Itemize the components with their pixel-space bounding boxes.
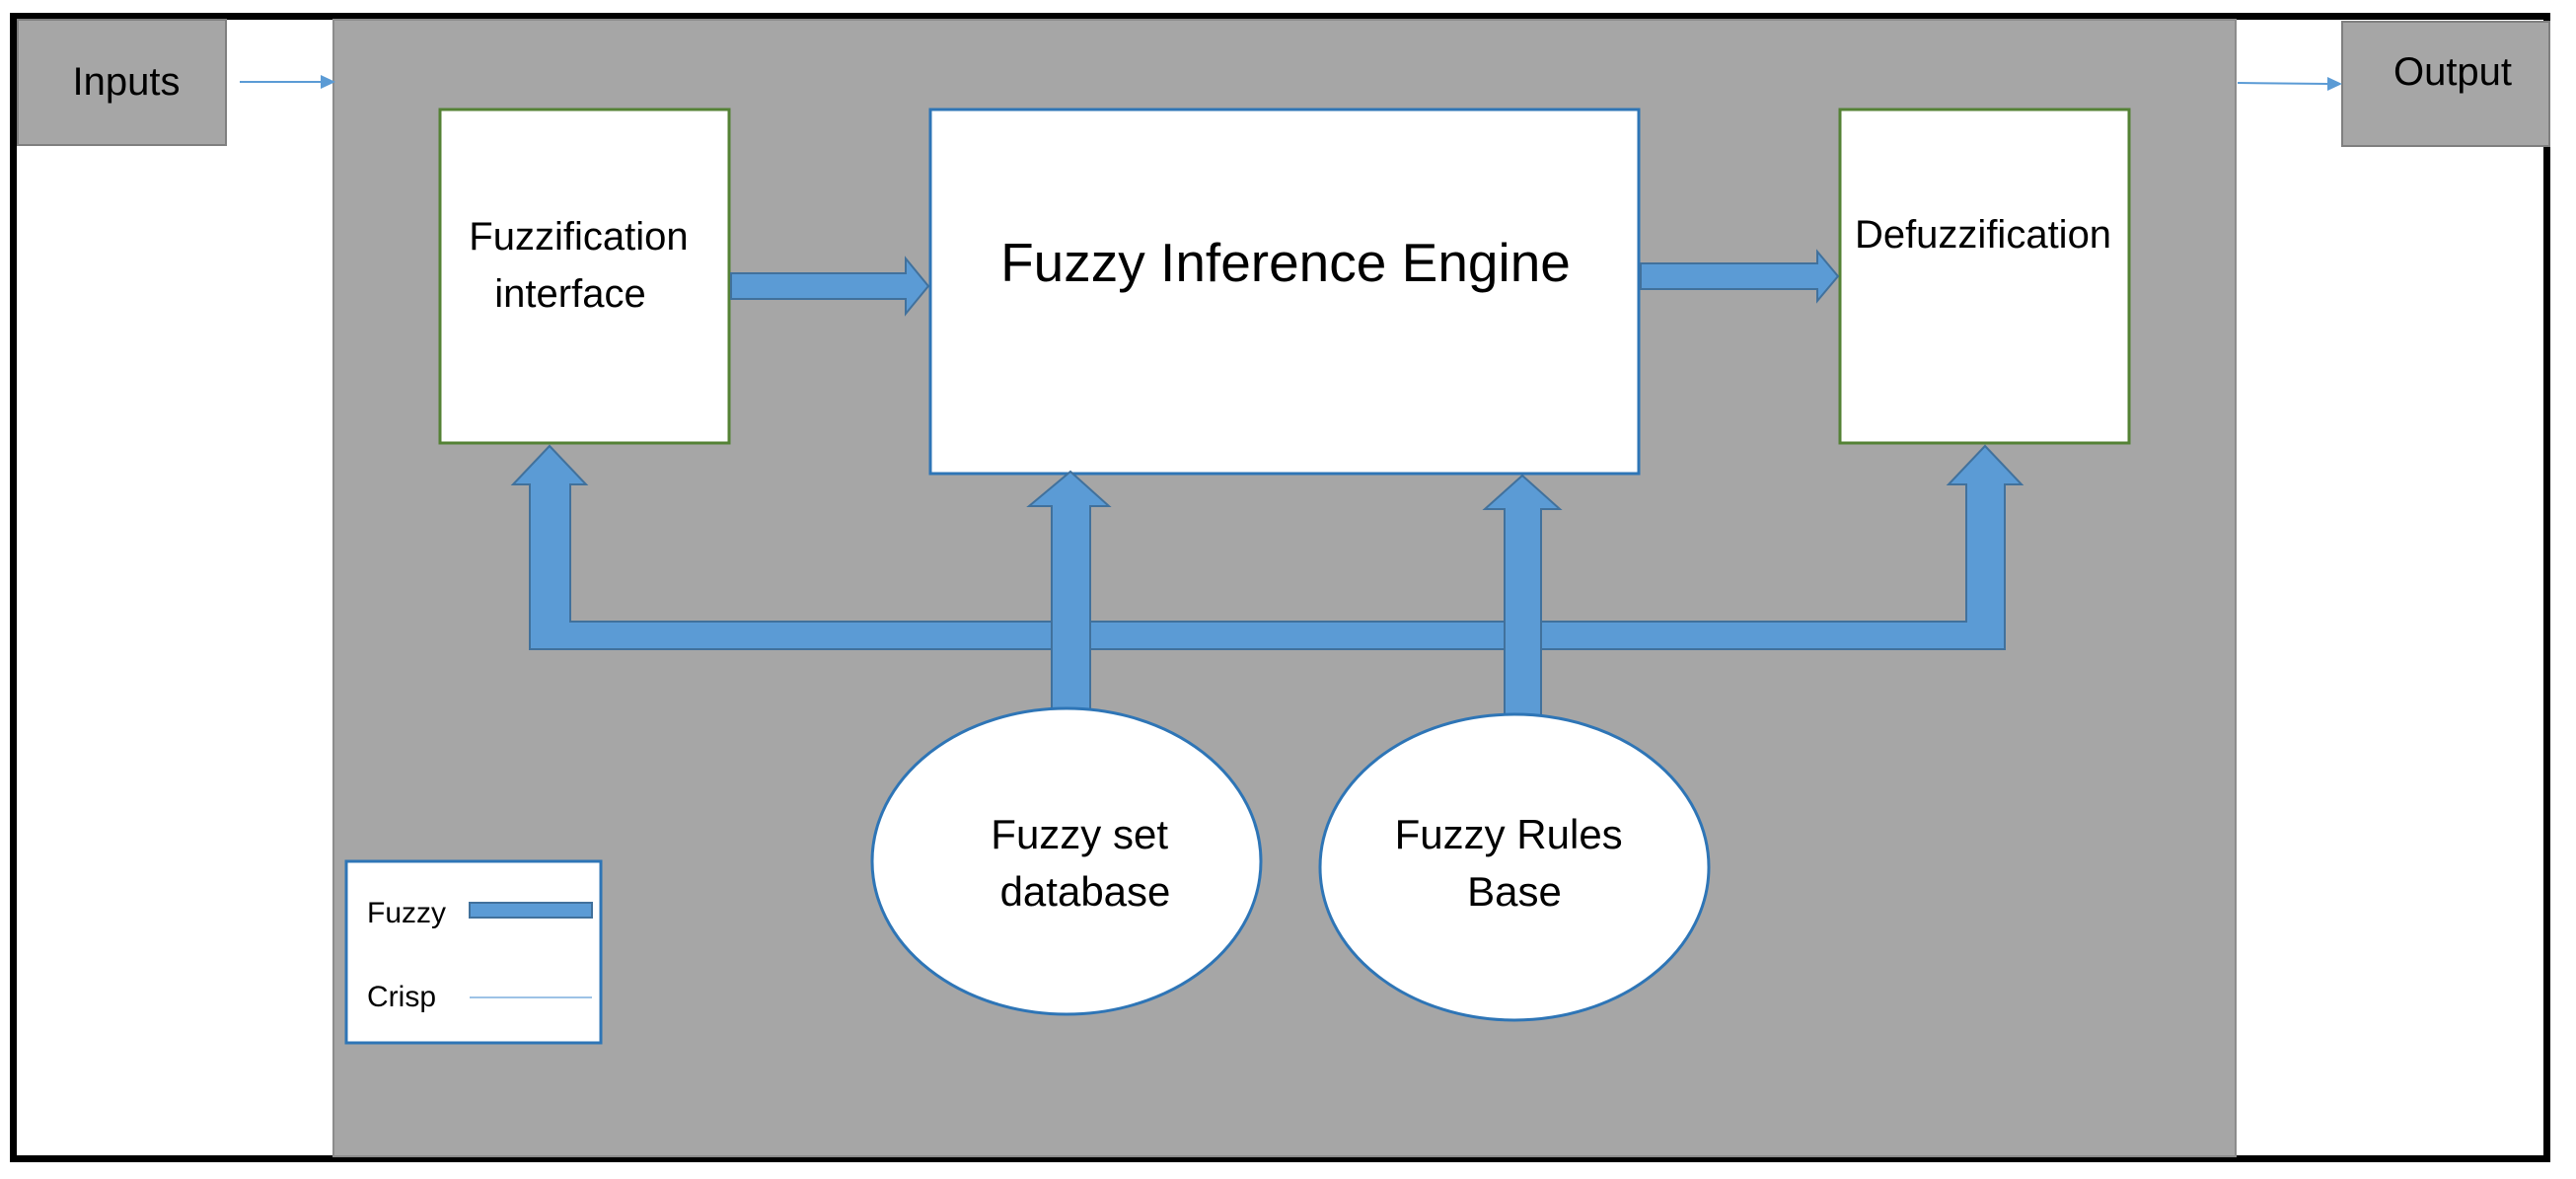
fuzzy-arrow-database-to-engine bbox=[1026, 470, 1112, 713]
crisp-output-arrow bbox=[2237, 77, 2342, 91]
fuzzy-rules-base-line-2: Base bbox=[1467, 868, 1562, 915]
legend-box bbox=[344, 859, 603, 1045]
fuzzy-rules-base-label: Fuzzy Rules Base bbox=[1395, 811, 1635, 915]
fuzzy-set-database-label: Fuzzy set database bbox=[991, 811, 1179, 915]
fuzzy-arrow-fuzzification-to-engine bbox=[730, 256, 930, 317]
fuzzification-line-2: interface bbox=[494, 272, 645, 316]
output-box: Output bbox=[2341, 21, 2550, 147]
crisp-input-arrow bbox=[240, 75, 335, 89]
fuzzification-interface-box: Fuzzification interface bbox=[438, 108, 731, 445]
fuzzy-knowledge-bus bbox=[510, 444, 2024, 650]
output-label: Output bbox=[2393, 50, 2512, 94]
fuzzification-line-1: Fuzzification bbox=[469, 215, 688, 258]
fuzzy-inference-engine-box: Fuzzy Inference Engine bbox=[928, 108, 1641, 476]
fuzzy-rules-base-line-1: Fuzzy Rules bbox=[1395, 811, 1623, 857]
fuzzy-set-database-ellipse: Fuzzy set database bbox=[870, 706, 1263, 1016]
fuzzy-arrow-engine-to-defuzzification bbox=[1640, 249, 1840, 304]
legend-crisp-label: Crisp bbox=[367, 981, 436, 1013]
legend: Fuzzy Crisp bbox=[344, 859, 603, 1045]
fuzzification-label: Fuzzification interface bbox=[469, 215, 699, 316]
inputs-box: Inputs bbox=[17, 19, 227, 146]
defuzzification-box: Defuzzification bbox=[1838, 108, 2131, 445]
legend-fuzzy-label: Fuzzy bbox=[367, 897, 446, 929]
fuzzy-rules-base-ellipse: Fuzzy Rules Base bbox=[1318, 712, 1711, 1022]
inference-engine-label: Fuzzy Inference Engine bbox=[1000, 232, 1571, 293]
fuzzy-arrow-rules-to-engine bbox=[1482, 474, 1563, 719]
inputs-label: Inputs bbox=[73, 60, 181, 104]
fuzzy-set-database-line-1: Fuzzy set bbox=[991, 811, 1168, 857]
legend-fuzzy-swatch bbox=[469, 902, 593, 919]
fuzzy-set-database-line-2: database bbox=[1000, 868, 1171, 915]
defuzzification-label: Defuzzification bbox=[1855, 213, 2111, 257]
